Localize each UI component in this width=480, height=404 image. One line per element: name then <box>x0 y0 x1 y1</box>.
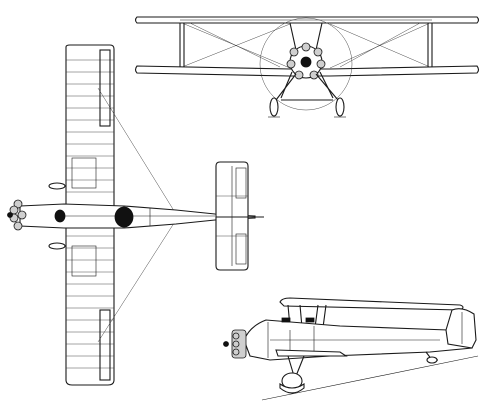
front-radial-engine <box>286 42 326 80</box>
top-view <box>7 44 264 386</box>
top-aileron-lower <box>99 309 111 381</box>
top-aileron-upper <box>99 49 111 127</box>
front-landing-gear <box>275 71 339 101</box>
top-radial-engine <box>7 199 27 231</box>
top-cockpit-front <box>54 209 66 223</box>
side-lower-wing <box>275 349 348 357</box>
front-view <box>134 16 480 118</box>
front-propeller-disc <box>259 17 353 111</box>
front-wheel-right <box>335 97 345 117</box>
side-upper-wing <box>279 297 464 311</box>
side-ground-line <box>261 355 479 401</box>
side-view <box>223 297 479 401</box>
front-bracing-wires <box>181 22 431 69</box>
side-tail-fin <box>445 308 477 349</box>
top-cockpit-rear <box>114 206 134 228</box>
side-radial-engine <box>223 329 247 359</box>
top-wing-ribs <box>66 59 114 369</box>
front-wheel-left <box>269 97 279 117</box>
